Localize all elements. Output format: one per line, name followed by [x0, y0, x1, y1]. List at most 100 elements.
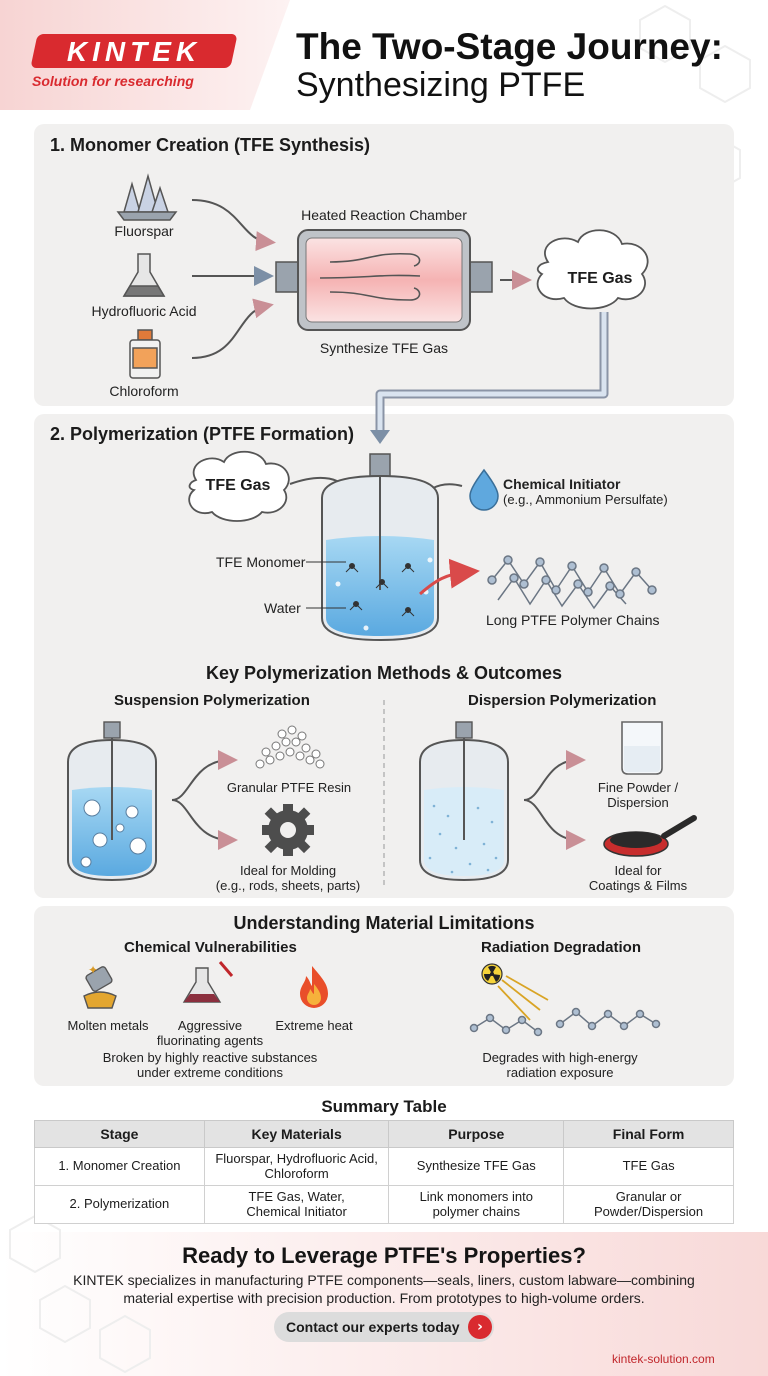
table-cell-line: 2. Polymerization	[69, 1196, 170, 1212]
table-cell: 1. Monomer Creation	[34, 1147, 205, 1186]
table-cell: Fluorspar, Hydrofluoric Acid,Chloroform	[203, 1147, 390, 1186]
aggressive-label-line2: fluorinating agents	[156, 1033, 264, 1048]
table-cell: TFE Gas	[563, 1147, 734, 1186]
coatings-label-line1: Ideal for	[614, 863, 662, 878]
suspension-reactor-icon	[67, 721, 157, 882]
cta-body-line1: KINTEK specializes in manufacturing PTFE…	[73, 1272, 695, 1288]
limits-heading: Understanding Material Limitations	[233, 913, 535, 933]
aggressive-label-line1: Aggressive	[177, 1018, 243, 1033]
radiation-title: Radiation Degradation	[481, 939, 642, 956]
summary-heading: Summary Table	[321, 1097, 447, 1116]
cta-heading: Ready to Leverage PTFE's Properties?	[182, 1243, 586, 1268]
crystal-icon	[116, 173, 178, 221]
summary-col-materials: Key Materials	[203, 1120, 390, 1148]
page-title-line2: Synthesizing PTFE	[296, 66, 586, 104]
dispersion-reactor-icon	[419, 721, 509, 882]
methods-heading: Key Polymerization Methods & Outcomes	[205, 663, 563, 683]
table-cell-line: Powder/Dispersion	[594, 1203, 704, 1219]
input-fluorspar-label: Fluorspar	[114, 223, 174, 239]
summary-col-final-form: Final Form	[563, 1120, 734, 1148]
table-row: 1. Monomer Creation Fluorspar, Hydrofluor…	[34, 1147, 734, 1186]
molten-metals-label: Molten metals	[67, 1018, 149, 1033]
table-cell-line: 1. Monomer Creation	[58, 1158, 181, 1174]
extreme-heat-label: Extreme heat	[275, 1018, 353, 1033]
flask-icon	[122, 253, 166, 297]
table-cell: 2. Polymerization	[34, 1185, 205, 1224]
chemical-vulnerabilities-title: Chemical Vulnerabilities	[124, 939, 297, 956]
dispersion-title: Dispersion Polymerization	[468, 692, 657, 709]
stage2-panel	[34, 414, 734, 898]
frying-pan-icon	[603, 815, 697, 857]
summary-col-purpose: Purpose	[388, 1120, 565, 1148]
contact-experts-button-label[interactable]: Contact our experts today	[286, 1319, 460, 1335]
footer-accent	[0, 1232, 768, 1376]
molding-label-line1: Ideal for Molding	[239, 863, 337, 878]
radiation-note-line2: radiation exposure	[506, 1065, 614, 1080]
granules-icon	[255, 725, 325, 769]
fluorinating-agent-flask-icon	[182, 961, 234, 1003]
table-cell: TFE Gas, Water,Chemical Initiator	[203, 1185, 390, 1224]
suspension-title: Suspension Polymerization	[114, 692, 310, 709]
table-cell-line: TFE Gas, Water,	[248, 1188, 345, 1204]
polymerization-reactor	[321, 453, 439, 642]
reaction-chamber	[275, 229, 493, 331]
initiator-example: (e.g., Ammonium Persulfate)	[503, 492, 668, 507]
summary-table: Stage Key Materials Purpose Final Form 1…	[34, 1120, 734, 1224]
chemical-note-line1: Broken by highly reactive substances	[102, 1050, 318, 1065]
degrading-chain-icon	[469, 1007, 661, 1037]
polymer-chains-label: Long PTFE Polymer Chains	[486, 612, 660, 628]
initiator-label: Chemical Initiator	[503, 476, 621, 492]
limits-panel	[34, 906, 734, 1086]
radiation-icon	[481, 963, 503, 985]
fine-powder-label-line2: Dispersion	[607, 795, 669, 810]
beaker-icon	[621, 721, 663, 775]
stage1-heading: 1. Monomer Creation (TFE Synthesis)	[50, 135, 371, 155]
chemical-note-line2: under extreme conditions	[137, 1065, 283, 1080]
granular-resin-label: Granular PTFE Resin	[226, 780, 352, 795]
chevron-right-icon[interactable]: ›	[468, 1315, 492, 1339]
input-hf-label: Hydrofluoric Acid	[91, 303, 197, 319]
summary-col-stage: Stage	[34, 1120, 205, 1148]
water-label: Water	[264, 600, 301, 616]
fire-icon	[300, 966, 328, 1008]
kintek-logo: KINTEK	[66, 36, 202, 67]
molding-label-line2: (e.g., rods, sheets, parts)	[215, 878, 361, 893]
stage2-heading: 2. Polymerization (PTFE Formation)	[50, 424, 355, 444]
table-cell-line: Link monomers into	[419, 1188, 534, 1204]
droplet-icon	[469, 468, 499, 511]
table-cell-line: Chemical Initiator	[246, 1203, 347, 1219]
contact-experts-button[interactable]	[274, 1312, 494, 1342]
cta-body-line2: material expertise with precision produc…	[123, 1289, 645, 1306]
input-chloroform-label: Chloroform	[109, 383, 179, 399]
monomer-label: TFE Monomer	[216, 554, 306, 570]
page-title-line1: The Two-Stage Journey:	[296, 26, 723, 67]
bottle-icon	[129, 329, 161, 379]
table-cell-line: Fluorspar, Hydrofluoric Acid,	[215, 1150, 378, 1166]
chamber-caption: Synthesize TFE Gas	[319, 340, 449, 356]
tfe-gas-label: TFE Gas	[567, 270, 633, 287]
radiation-note-line1: Degrades with high-energy	[482, 1050, 638, 1065]
fine-powder-label-line1: Fine Powder /	[597, 780, 679, 795]
molten-metal-icon: ✦	[83, 963, 117, 1009]
website-link[interactable]: kintek-solution.com	[612, 1352, 715, 1366]
tfe-gas-cloud	[536, 229, 649, 310]
chamber-label: Heated Reaction Chamber	[301, 207, 467, 223]
polymer-chains-icon	[487, 555, 657, 610]
stage2-gas-cloud	[188, 450, 290, 522]
table-cell: Synthesize TFE Gas	[388, 1147, 565, 1186]
coatings-label-line2: Coatings & Films	[588, 878, 688, 893]
svg-text:✦: ✦	[88, 963, 98, 977]
table-cell-line: Granular or	[615, 1188, 682, 1204]
gear-icon	[262, 804, 314, 856]
cta-body: KINTEK specializes in manufacturing PTFE…	[50, 1272, 718, 1307]
table-cell-line: Chloroform	[264, 1165, 329, 1181]
table-cell-line: polymer chains	[432, 1203, 521, 1219]
stage2-gas-label: TFE Gas	[205, 477, 271, 494]
table-row: 2. Polymerization TFE Gas, Water,Chemical…	[34, 1185, 734, 1224]
table-cell-line: TFE Gas	[622, 1158, 675, 1174]
table-cell-line: Synthesize TFE Gas	[416, 1158, 536, 1174]
summary-header-row: Stage Key Materials Purpose Final Form	[34, 1120, 734, 1148]
